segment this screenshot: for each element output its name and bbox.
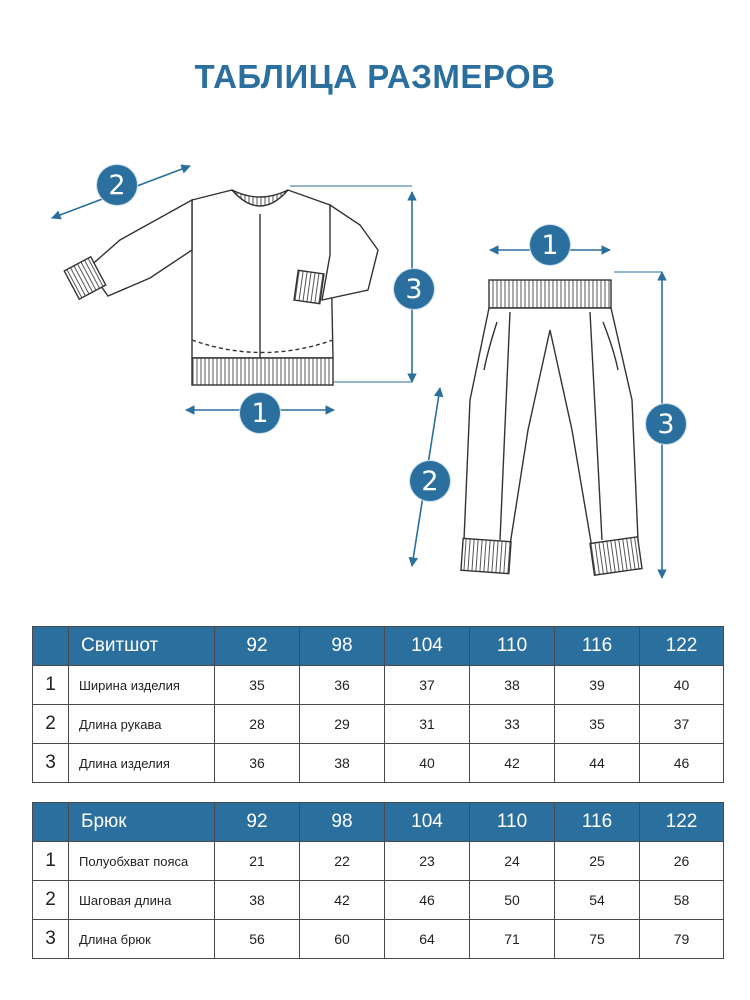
marker-3-sweatshirt: 3 [394, 269, 434, 309]
garment-illustration [51, 164, 667, 579]
table-cell: 26 [639, 841, 724, 881]
table-cell: 35 [554, 704, 640, 744]
table-cell: 71 [469, 919, 555, 959]
size-header: 98 [299, 802, 385, 842]
marker-2-sweatshirt: 2 [97, 165, 137, 205]
table-row: 1 Ширина изделия 35 36 37 38 39 40 [32, 665, 724, 705]
row-label: Полуобхват пояса [68, 841, 215, 881]
table-cell: 39 [554, 665, 640, 705]
table-header-row: Брюк 92 98 104 110 116 122 [32, 802, 724, 842]
header-empty-cell [32, 626, 69, 666]
table-cell: 38 [214, 880, 300, 920]
table-cell: 36 [214, 743, 300, 783]
size-header: 98 [299, 626, 385, 666]
table-cell: 79 [639, 919, 724, 959]
table-row: 3 Длина брюк 56 60 64 71 75 79 [32, 919, 724, 959]
table-cell: 37 [639, 704, 724, 744]
marker-1-pants: 1 [530, 225, 570, 265]
table-cell: 36 [299, 665, 385, 705]
row-label: Длина рукава [68, 704, 215, 744]
size-header: 122 [639, 802, 724, 842]
row-label: Ширина изделия [68, 665, 215, 705]
table-row: 3 Длина изделия 36 38 40 42 44 46 [32, 743, 724, 783]
size-header: 116 [554, 802, 640, 842]
size-header: 122 [639, 626, 724, 666]
table-cell: 31 [384, 704, 470, 744]
table-name: Свитшот [68, 626, 215, 666]
table-cell: 40 [639, 665, 724, 705]
row-number: 1 [32, 665, 69, 705]
pants-drawing [460, 279, 643, 576]
size-header: 110 [469, 626, 555, 666]
table-row: 2 Длина рукава 28 29 31 33 35 37 [32, 704, 724, 744]
table-row: 1 Полуобхват пояса 21 22 23 24 25 26 [32, 841, 724, 881]
row-label: Длина брюк [68, 919, 215, 959]
table-cell: 46 [384, 880, 470, 920]
size-header: 104 [384, 626, 470, 666]
row-number: 3 [32, 919, 69, 959]
marker-3-pants: 3 [646, 404, 686, 444]
table-cell: 60 [299, 919, 385, 959]
table-cell: 75 [554, 919, 640, 959]
table-cell: 22 [299, 841, 385, 881]
marker-2-pants: 2 [410, 461, 450, 501]
table-cell: 28 [214, 704, 300, 744]
size-header: 92 [214, 802, 300, 842]
table-cell: 50 [469, 880, 555, 920]
row-number: 2 [32, 880, 69, 920]
pants-size-table: Брюк 92 98 104 110 116 122 1 Полуобхват … [32, 802, 724, 959]
table-cell: 42 [469, 743, 555, 783]
table-cell: 38 [299, 743, 385, 783]
table-cell: 40 [384, 743, 470, 783]
row-number: 3 [32, 743, 69, 783]
row-number: 1 [32, 841, 69, 881]
table-cell: 23 [384, 841, 470, 881]
header-empty-cell [32, 802, 69, 842]
sweatshirt-size-table: Свитшот 92 98 104 110 116 122 1 Ширина и… [32, 626, 724, 783]
marker-1-sweatshirt: 1 [240, 393, 280, 433]
table-cell: 44 [554, 743, 640, 783]
page-title: ТАБЛИЦА РАЗМЕРОВ [194, 58, 556, 95]
sweatshirt-drawing [63, 189, 379, 386]
size-header: 104 [384, 802, 470, 842]
table-cell: 29 [299, 704, 385, 744]
table-cell: 35 [214, 665, 300, 705]
table-name: Брюк [68, 802, 215, 842]
table-cell: 58 [639, 880, 724, 920]
table-cell: 24 [469, 841, 555, 881]
table-cell: 21 [214, 841, 300, 881]
table-cell: 42 [299, 880, 385, 920]
size-header: 92 [214, 626, 300, 666]
table-cell: 46 [639, 743, 724, 783]
row-label: Шаговая длина [68, 880, 215, 920]
size-header: 116 [554, 626, 640, 666]
row-number: 2 [32, 704, 69, 744]
table-header-row: Свитшот 92 98 104 110 116 122 [32, 626, 724, 666]
size-header: 110 [469, 802, 555, 842]
table-cell: 25 [554, 841, 640, 881]
table-cell: 37 [384, 665, 470, 705]
row-label: Длина изделия [68, 743, 215, 783]
table-cell: 56 [214, 919, 300, 959]
table-row: 2 Шаговая длина 38 42 46 50 54 58 [32, 880, 724, 920]
table-cell: 33 [469, 704, 555, 744]
table-cell: 38 [469, 665, 555, 705]
table-cell: 54 [554, 880, 640, 920]
table-cell: 64 [384, 919, 470, 959]
